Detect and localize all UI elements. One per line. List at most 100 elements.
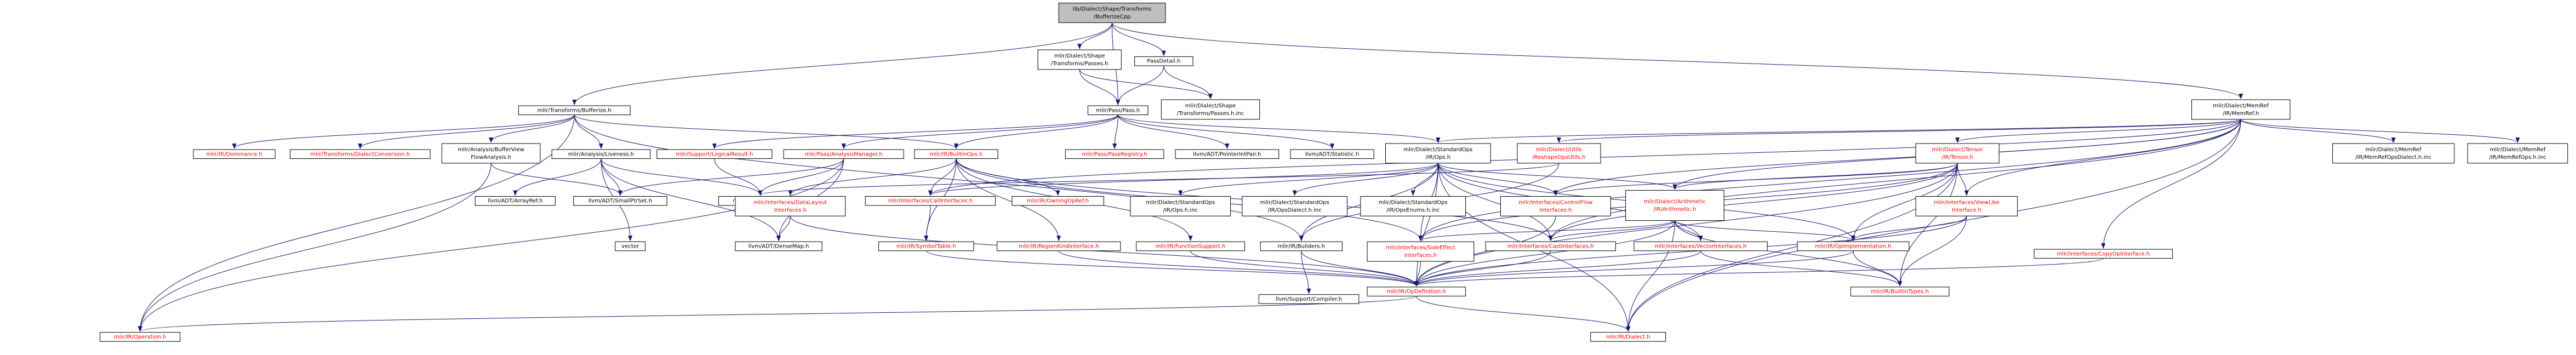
node-label-buffer-view-flow-h-0: mlir/Analysis/BufferView	[458, 147, 524, 153]
node-shape-passes-h[interactable]: mlir/Dialect/Shape/Transforms/Passes.h	[1037, 49, 1122, 70]
node-cast-interfaces-h[interactable]: mlir/Interfaces/CastInterfaces.h	[1485, 241, 1616, 251]
node-label-pointer-int-pair-h-0: llvm/ADT/PointerIntPair.h	[1193, 151, 1261, 157]
node-pass-analysis-manager-h[interactable]: mlir/Pass/AnalysisManager.h	[783, 149, 904, 159]
node-builders-h[interactable]: mlir/IR/Builders.h	[1260, 241, 1343, 251]
edge-arithmetic-h-to-cast-interfaces-h	[1548, 220, 1675, 242]
node-label-op-definition-h-0: mlir/IR/OpDefinition.h	[1387, 289, 1446, 295]
node-label-liveness-h-0: mlir/Analysis/Liveness.h	[568, 151, 634, 157]
node-copy-op-interface-h[interactable]: mlir/Interfaces/CopyOpInterface.h	[2034, 249, 2173, 259]
node-owning-op-ref-h[interactable]: mlir/IR/OwningOpRef.h	[1012, 196, 1104, 206]
node-symbol-table-h[interactable]: mlir/IR/SymbolTable.h	[878, 241, 974, 251]
node-box-root	[1058, 3, 1166, 23]
edge-shape-passes-h-to-pass-h	[1079, 69, 1121, 106]
edge-arithmetic-h-to-builtin-types-h	[1674, 220, 1903, 287]
node-root[interactable]: lib/Dialect/Shape/Transforms/BufferizeCp…	[1058, 3, 1166, 23]
node-box-op-definition-h	[1367, 287, 1466, 296]
node-operation-h[interactable]: mlir/IR/Operation.h	[100, 332, 181, 342]
node-label-copy-op-interface-h-0: mlir/Interfaces/CopyOpInterface.h	[2057, 251, 2150, 257]
node-box-memref-ops-h-inc	[2467, 143, 2568, 164]
edge-copy-op-interface-h-to-op-definition-h	[1414, 258, 2104, 287]
node-dialect-h[interactable]: mlir/IR/Dialect.h	[1590, 332, 1666, 342]
node-box-buffer-view-flow-h	[441, 143, 541, 164]
node-reshape-op-utils-h[interactable]: mlir/Dialect/Utils/ReshapeOpsUtils.h	[1517, 143, 1601, 164]
edge-op-implementation-h-to-op-definition-h	[1414, 250, 1854, 287]
node-label-view-like-interface-h-1: Interface.h	[1952, 207, 1981, 213]
node-builtin-ops-h[interactable]: mlir/IR/BuiltinOps.h	[914, 149, 998, 159]
node-pass-registry-h[interactable]: mlir/Pass/PassRegistry.h	[1065, 149, 1164, 159]
node-box-dialect-conversion-h	[289, 149, 431, 159]
edge-standard-ops-h-to-cast-interfaces-h	[1437, 163, 1553, 242]
node-box-logical-result-h	[656, 149, 773, 159]
node-tensor-h[interactable]: mlir/Dialect/Tensor/IR/Tensor.h	[1915, 143, 2000, 164]
node-label-operation-h-0: mlir/IR/Operation.h	[114, 334, 166, 340]
node-box-passdetail-h	[1134, 56, 1193, 66]
node-vector: vector	[615, 241, 646, 251]
node-liveness-h[interactable]: mlir/Analysis/Liveness.h	[551, 149, 651, 159]
node-label-array-ref-h-0: llvm/ADT/ArrayRef.h	[488, 198, 543, 204]
node-box-shape-passes-h	[1037, 49, 1122, 70]
edge-vector-interfaces-h-to-op-definition-h	[1414, 250, 1701, 287]
node-dialect-conversion-h[interactable]: mlir/Transforms/DialectConversion.h	[289, 149, 431, 159]
edge-pass-analysis-manager-h-to-operation-h	[138, 158, 844, 332]
node-label-dialect-h-0: mlir/IR/Dialect.h	[1606, 334, 1650, 340]
node-box-arithmetic-h	[1625, 190, 1724, 221]
node-box-array-ref-h	[475, 196, 556, 206]
node-passdetail-h[interactable]: PassDetail.h	[1134, 56, 1193, 66]
node-label-pass-analysis-manager-h-0: mlir/Pass/AnalysisManager.h	[805, 151, 883, 157]
node-box-cast-interfaces-h	[1485, 241, 1616, 251]
edge-memref-h-to-copy-op-interface-h	[2101, 119, 2241, 249]
node-transforms-bufferize-h[interactable]: mlir/Transforms/Bufferize.h	[518, 105, 631, 116]
node-call-interfaces-h[interactable]: mlir/Interfaces/CallInterfaces.h	[865, 196, 996, 206]
node-vector-interfaces-h[interactable]: mlir/Interfaces/VectorInterfaces.h	[1633, 241, 1768, 251]
node-label-memref-h-1: /IR/MemRef.h	[2223, 111, 2259, 117]
node-label-owning-op-ref-h-0: mlir/IR/OwningOpRef.h	[1027, 198, 1089, 204]
edge-standard-ops-h-to-control-flow-interfaces-h	[1437, 163, 1558, 196]
node-region-kind-interface-h[interactable]: mlir/IR/RegionKindInterface.h	[997, 241, 1121, 251]
edge-control-flow-interfaces-h-to-op-definition-h	[1414, 216, 1556, 287]
edge-transforms-bufferize-h-to-buffer-view-flow-h	[489, 114, 575, 143]
node-op-definition-h[interactable]: mlir/IR/OpDefinition.h	[1367, 287, 1466, 296]
edge-arithmetic-h-to-dialect-h	[1626, 220, 1675, 332]
edge-datalayout-interfaces-h-to-op-definition-h	[790, 216, 1419, 287]
node-label-pass-h-0: mlir/Pass/Pass.h	[1096, 107, 1140, 113]
node-memref-h[interactable]: mlir/Dialect/MemRef/IR/MemRef.h	[2191, 99, 2291, 120]
node-op-implementation-h[interactable]: mlir/IR/OpImplementation.h	[1797, 241, 1910, 251]
edge-root-to-passdetail-h	[1111, 22, 1166, 56]
node-compiler-h: llvm/Support/Compiler.h	[1258, 294, 1360, 304]
node-box-datalayout-interfaces-h	[735, 196, 846, 216]
node-box-pointer-int-pair-h	[1175, 149, 1280, 159]
node-box-op-implementation-h	[1797, 241, 1910, 251]
edge-view-like-interface-h-to-op-implementation-h	[1851, 216, 1967, 242]
edge-standard-ops-h-to-stdops-ops-h-inc	[1178, 163, 1438, 196]
edge-builders-h-to-compiler-h	[1301, 250, 1311, 294]
node-label-side-effect-interfaces-h-1: Interfaces.h	[1404, 253, 1437, 259]
node-label-dialect-conversion-h-0: mlir/Transforms/DialectConversion.h	[310, 151, 410, 157]
node-label-memref-ops-dialect-h-inc-0: mlir/Dialect/MemRef	[2366, 147, 2421, 153]
edge-standard-ops-h-to-op-definition-h	[1414, 163, 1438, 287]
node-box-stdops-ops-h-inc	[1130, 196, 1231, 216]
node-arithmetic-h[interactable]: mlir/Dialect/Arithmetic/IR/Arithmetic.h	[1625, 190, 1724, 221]
edge-memref-h-to-standard-ops-h	[1436, 119, 2241, 143]
node-standard-ops-h[interactable]: mlir/Dialect/StandardOps/IR/Ops.h	[1385, 143, 1491, 164]
edge-view-like-interface-h-to-builtin-types-h	[1898, 216, 1967, 287]
node-logical-result-h[interactable]: mlir/Support/LogicalResult.h	[656, 149, 773, 159]
node-box-liveness-h	[551, 149, 651, 159]
node-label-vector-interfaces-h-0: mlir/Interfaces/VectorInterfaces.h	[1655, 243, 1747, 249]
node-box-dialect-h	[1590, 332, 1666, 342]
node-pointer-int-pair-h: llvm/ADT/PointerIntPair.h	[1175, 149, 1280, 159]
node-pass-h[interactable]: mlir/Pass/Pass.h	[1087, 105, 1149, 116]
node-function-support-h[interactable]: mlir/IR/FunctionSupport.h	[1136, 241, 1245, 251]
node-label-function-support-h-0: mlir/IR/FunctionSupport.h	[1156, 243, 1226, 249]
node-label-stdops-opsdialect-h-inc-0: mlir/Dialect/StandardOps	[1260, 199, 1329, 205]
edge-passdetail-h-to-pass-h	[1116, 65, 1164, 106]
node-builtin-types-h[interactable]: mlir/IR/BuiltinTypes.h	[1850, 287, 1950, 296]
node-label-side-effect-interfaces-h-0: mlir/Interfaces/SideEffect	[1386, 245, 1455, 251]
node-dominance-h[interactable]: mlir/IR/Dominance.h	[193, 149, 276, 159]
node-label-stdops-opsdialect-h-inc-1: /IR/OpsDialect.h.inc	[1267, 207, 1321, 213]
